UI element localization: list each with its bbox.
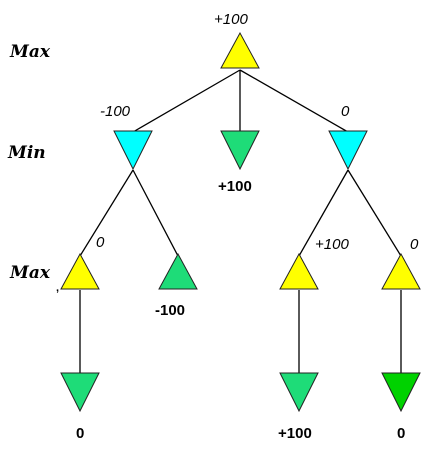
edge-min-right-max-c (298, 169, 349, 257)
edge-min-left-terminal-b (132, 169, 179, 257)
terminal-node-middle (220, 130, 260, 171)
root-max-node (220, 31, 260, 69)
edge-root-min-left (132, 69, 241, 133)
edge-root-min-right (239, 69, 349, 133)
leaf-a-value: 0 (76, 425, 84, 442)
max-c-value: +100 (315, 236, 349, 253)
min-node-left (113, 130, 153, 171)
leaf-node-c (279, 372, 319, 413)
min-left-value: -100 (100, 103, 131, 120)
leaf-d-value: 0 (397, 425, 405, 442)
level-label-max-top: Max (9, 42, 51, 62)
min-right-value: 0 (341, 103, 350, 120)
tree-edges (79, 69, 402, 374)
max-d-value: 0 (410, 236, 419, 253)
edge-min-right-max-d (347, 169, 402, 257)
level-label-max-bottom: Max (9, 263, 51, 283)
tree-nodes (60, 31, 421, 413)
leaf-node-a (60, 372, 100, 413)
stray-comma-mark: , (56, 282, 59, 294)
min-node-right (328, 130, 368, 171)
edge-min-left-max-a (79, 169, 134, 257)
terminal-node-b (158, 252, 198, 290)
terminal-b-value: -100 (155, 302, 185, 319)
max-node-c (279, 252, 319, 290)
max-a-value: 0 (96, 234, 105, 251)
root-value: +100 (214, 11, 248, 28)
level-label-min: Min (7, 143, 46, 163)
max-node-d (381, 252, 421, 290)
leaf-node-d (381, 372, 421, 413)
terminal-middle-value: +100 (218, 178, 252, 195)
leaf-c-value: +100 (278, 425, 312, 442)
max-node-a (60, 252, 100, 290)
